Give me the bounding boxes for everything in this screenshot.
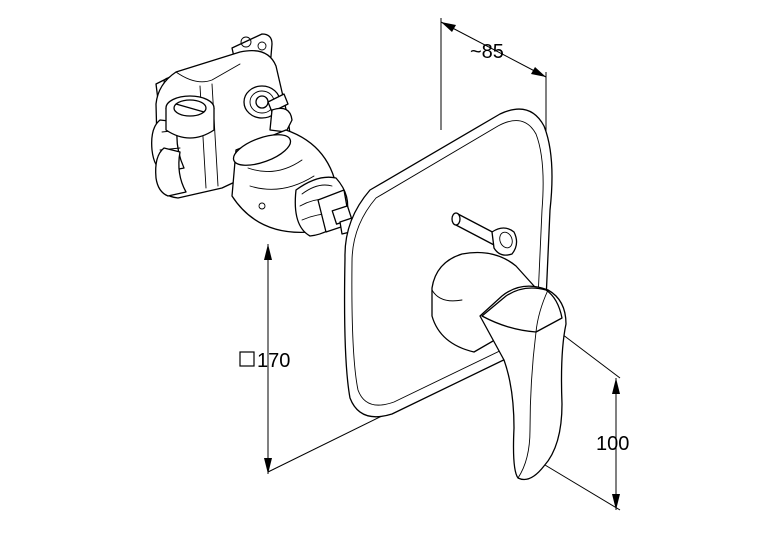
depth-label: ~85 bbox=[470, 41, 504, 63]
rough-in-body bbox=[151, 33, 353, 237]
handle-height-dimension: 100 bbox=[539, 321, 629, 511]
square-dimension-icon bbox=[239, 351, 255, 367]
lever-handle bbox=[431, 251, 567, 481]
depth-dimension: ~85 bbox=[440, 18, 547, 282]
plate-size-dimension: 170 bbox=[239, 244, 391, 474]
plate-size-label: 170 bbox=[257, 350, 290, 372]
handle-height-label: 100 bbox=[596, 433, 629, 455]
diverter-button bbox=[451, 212, 518, 256]
